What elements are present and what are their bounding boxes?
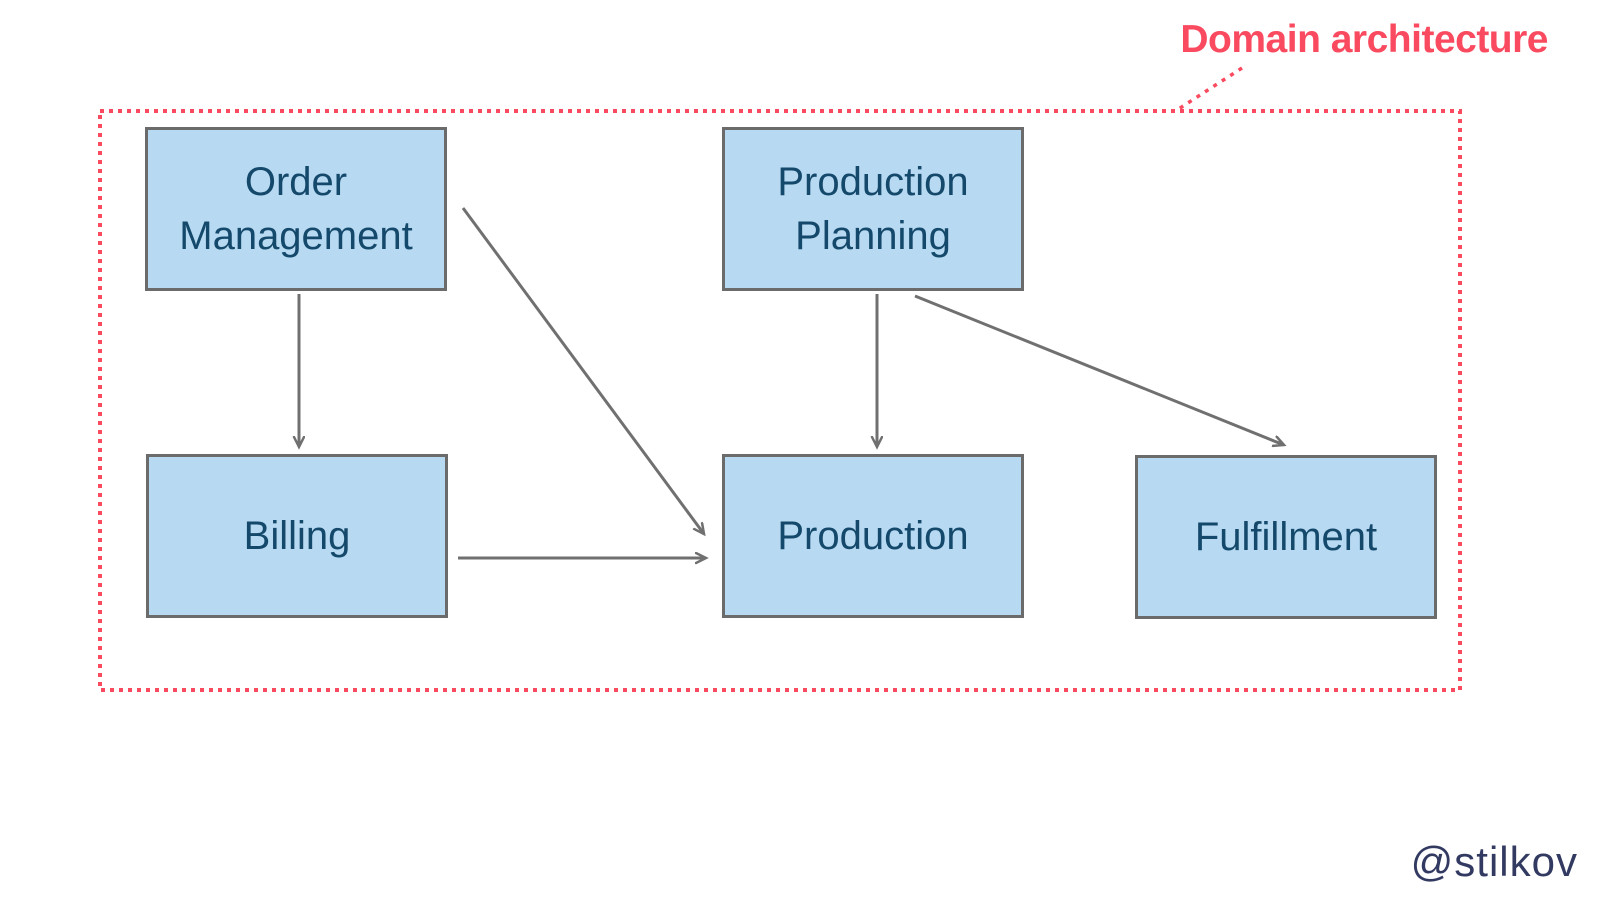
edge-production-planning-to-fulfillment bbox=[914, 294, 1284, 445]
node-production-label: Production bbox=[777, 514, 969, 558]
domain-architecture-label: Domain architecture bbox=[1180, 18, 1548, 61]
node-production-planning: Production Planning bbox=[722, 127, 1024, 291]
edge-order-management-to-production bbox=[461, 207, 704, 534]
node-production-planning-label: Production Planning bbox=[777, 160, 969, 258]
domain-boundary-dotted-rect bbox=[98, 109, 1462, 692]
node-billing-label: Billing bbox=[243, 514, 351, 558]
node-order-management: Order Management bbox=[145, 127, 447, 291]
node-fulfillment-label: Fulfillment bbox=[1194, 515, 1378, 559]
label-leader-line bbox=[1176, 66, 1243, 112]
node-fulfillment: Fulfillment bbox=[1135, 455, 1437, 619]
node-production: Production bbox=[722, 454, 1024, 618]
node-order-management-label: Order Management bbox=[179, 160, 413, 258]
node-billing: Billing bbox=[146, 454, 448, 618]
author-watermark: @stilkov bbox=[1410, 838, 1578, 885]
